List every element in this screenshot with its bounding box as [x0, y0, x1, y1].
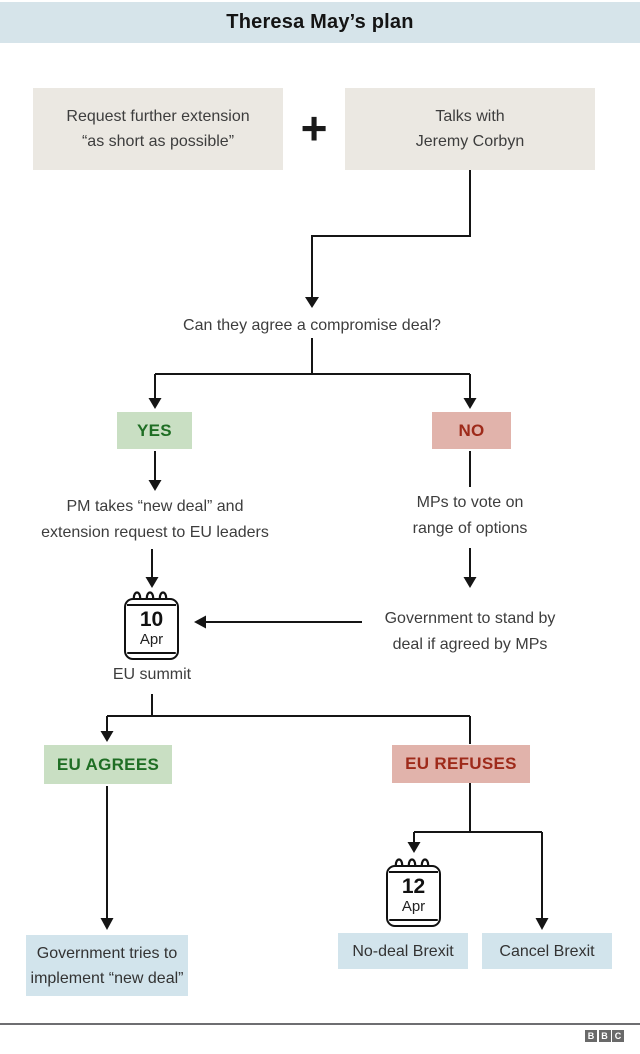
implement-new-deal-box: Government tries to implement “new deal” — [26, 935, 188, 996]
calendar-icon-12-apr: 12 Apr — [386, 855, 442, 933]
arrowhead-question — [305, 297, 319, 308]
calendar-icon-10-apr: 10 Apr — [124, 588, 180, 666]
arrowhead-eu-agrees — [100, 731, 114, 742]
request-extension-line1: Request further extension — [66, 108, 250, 125]
calendar-topline — [389, 871, 438, 873]
request-extension-line2: “as short as possible” — [81, 133, 235, 150]
calendar-bottomline — [127, 652, 176, 654]
mps-vote-text: MPs to vote on range of options — [412, 494, 528, 537]
calendar-month: Apr — [139, 631, 164, 648]
question-text: Can they agree a compromise deal? — [183, 317, 441, 334]
calendar-body: 10 Apr — [124, 598, 179, 660]
no-badge: NO — [432, 412, 511, 449]
stand-by-text: Government to stand by deal if agreed by… — [384, 610, 556, 653]
connector-refuses-branch — [413, 783, 543, 919]
page-title: Theresa May’s plan — [226, 11, 414, 33]
header-bar: Theresa May’s plan — [0, 2, 640, 43]
connector-talks-to-question — [311, 169, 471, 299]
calendar-body: 12 Apr — [386, 865, 441, 927]
talks-corbyn-line2: Jeremy Corbyn — [415, 133, 525, 150]
arrowhead-yes — [148, 398, 162, 409]
arrowhead-implement — [100, 918, 114, 930]
connector-summit-branch — [106, 694, 471, 744]
arrowhead-calendar-left — [194, 615, 206, 629]
bbc-logo: B B C — [585, 1030, 624, 1042]
bbc-logo-block: C — [612, 1030, 624, 1042]
plus-icon: + — [300, 102, 328, 154]
cancel-brexit-box: Cancel Brexit — [482, 933, 612, 969]
arrowhead-pm-text — [148, 480, 162, 491]
eu-agrees-badge: EU AGREES — [44, 745, 172, 784]
yes-badge: YES — [117, 412, 192, 449]
pm-takes-text: PM takes “new deal” and extension reques… — [41, 498, 269, 541]
connector-question-branch — [154, 338, 471, 399]
talks-corbyn-line1: Talks with — [435, 108, 505, 125]
calendar-bottomline — [389, 919, 438, 921]
calendar-month: Apr — [401, 898, 426, 915]
arrowhead-no — [463, 398, 477, 409]
request-extension-box: Request further extension “as short as p… — [33, 88, 283, 170]
bbc-logo-block: B — [598, 1030, 611, 1042]
talks-corbyn-box: Talks with Jeremy Corbyn — [345, 88, 595, 170]
footer-divider — [0, 1023, 640, 1025]
calendar-topline — [127, 604, 176, 606]
calendar-day: 12 — [401, 875, 426, 898]
arrowhead-calendar-12 — [407, 842, 421, 853]
arrowhead-standby — [463, 577, 477, 588]
bbc-logo-block: B — [585, 1030, 597, 1042]
calendar-day: 10 — [139, 608, 164, 631]
eu-refuses-badge: EU REFUSES — [392, 745, 530, 783]
eu-summit-caption: EU summit — [112, 666, 192, 683]
arrowhead-cancel — [535, 918, 549, 930]
no-deal-brexit-box: No-deal Brexit — [338, 933, 468, 969]
arrowhead-calendar-10 — [145, 577, 159, 588]
